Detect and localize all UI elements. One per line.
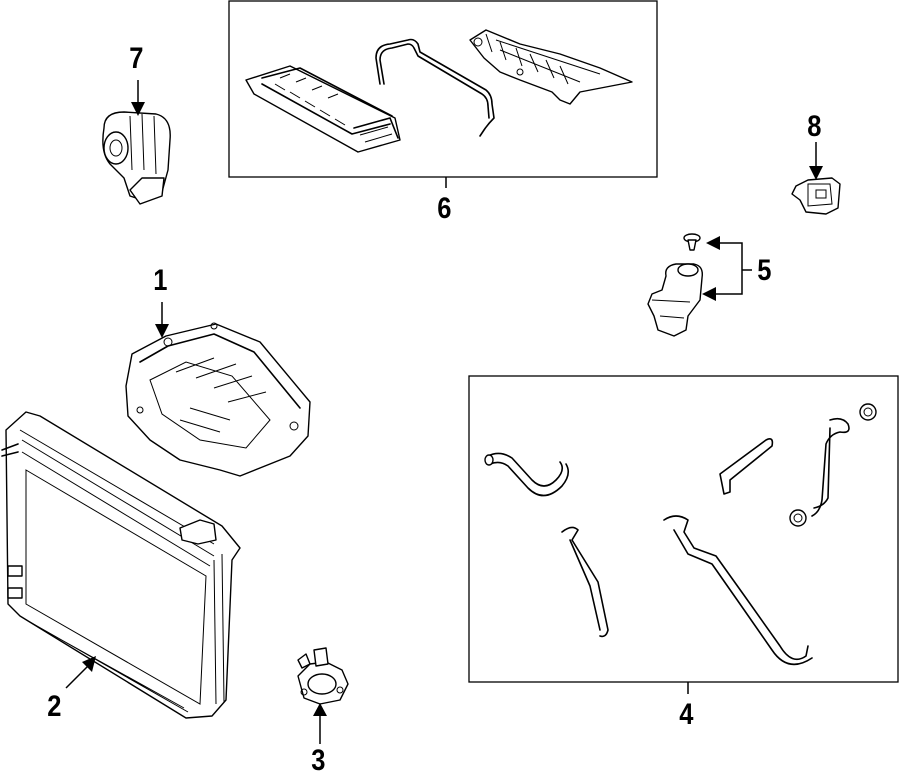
part-1-inverter[interactable] (125, 322, 311, 477)
group-box-4 (468, 375, 899, 683)
part-4-hose-e[interactable] (663, 515, 813, 666)
part-2-radiator[interactable] (1, 411, 241, 719)
arrow-1 (155, 324, 169, 338)
callout-7[interactable]: 7 (129, 42, 144, 75)
part-5-reservoir[interactable] (647, 263, 704, 337)
part-4-hose-c[interactable] (811, 403, 877, 517)
arrow-7 (131, 102, 145, 116)
part-4-hose-d[interactable] (561, 526, 609, 638)
leader-bracket-5 (714, 242, 743, 295)
callout-8[interactable]: 8 (807, 110, 822, 143)
arrow-3 (313, 703, 327, 716)
leader-line-2 (65, 665, 89, 689)
part-7-actuator[interactable] (102, 111, 171, 205)
callout-4[interactable]: 4 (679, 698, 694, 731)
callout-3[interactable]: 3 (311, 744, 326, 777)
part-5-reservoir-cap[interactable] (683, 233, 701, 251)
part-3-water-pump[interactable] (297, 647, 349, 705)
part-4-hose-b[interactable] (719, 438, 774, 495)
part-8-connector[interactable] (791, 177, 841, 215)
part-4-clamp[interactable] (789, 509, 807, 527)
callout-2[interactable]: 2 (47, 690, 62, 723)
arrow-2 (82, 656, 96, 672)
part-4-hose-a[interactable] (484, 452, 570, 497)
part-6-rod[interactable] (375, 38, 495, 137)
arrow-8 (809, 166, 823, 180)
callout-6[interactable]: 6 (437, 192, 452, 225)
arrow-5b (702, 287, 716, 301)
callout-5[interactable]: 5 (757, 254, 772, 287)
part-6-cover[interactable] (469, 29, 633, 105)
arrow-5a (706, 236, 720, 250)
part-6-duct[interactable] (245, 65, 401, 153)
group-box-6 (228, 0, 658, 178)
callout-1[interactable]: 1 (153, 264, 168, 297)
